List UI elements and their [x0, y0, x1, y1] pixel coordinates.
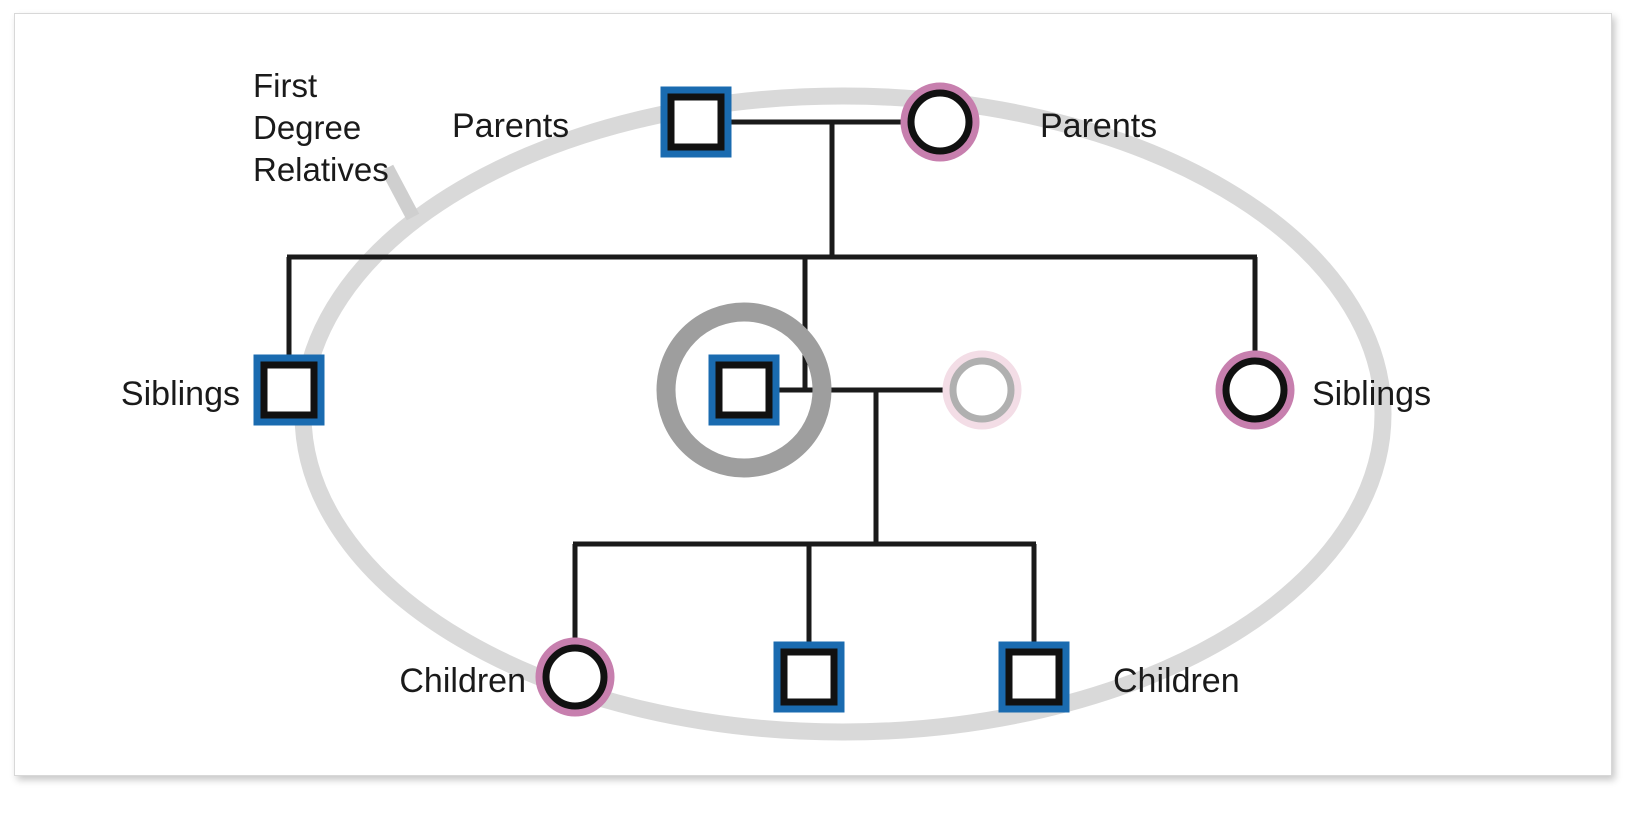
spouse-circle	[949, 357, 1015, 423]
proband-highlight-ring	[656, 302, 832, 478]
diagram-canvas: First Degree Relatives Parents Parents S…	[14, 13, 1612, 776]
child-son-right-halo	[998, 641, 1070, 713]
proband-symbol[interactable]	[708, 354, 780, 426]
connector-lines	[286, 119, 1258, 651]
child-daughter-circle	[542, 644, 608, 710]
first-degree-relatives-line-3: Relatives	[253, 151, 389, 188]
child-son-right-square	[1005, 648, 1063, 706]
child-son-middle-halo	[773, 641, 845, 713]
sibling-left-symbol[interactable]	[253, 354, 325, 426]
child-daughter-symbol[interactable]	[535, 637, 615, 717]
proband-square	[715, 361, 773, 419]
children-right-label: Children	[1113, 662, 1240, 700]
children-left-label: Children	[399, 662, 526, 700]
parents-right-label: Parents	[1040, 107, 1157, 145]
first-degree-relatives-ellipse	[294, 87, 1392, 741]
child-son-middle-symbol[interactable]	[773, 641, 845, 713]
first-degree-relatives-label: First Degree Relatives	[253, 67, 389, 188]
parents-left-label: Parents	[452, 107, 569, 145]
father-square	[667, 93, 725, 151]
sibling-right-symbol[interactable]	[1215, 350, 1295, 430]
first-degree-pointer-tick	[380, 164, 420, 221]
child-daughter-halo	[535, 637, 615, 717]
sibling-right-circle	[1222, 357, 1288, 423]
sibling-right-halo	[1215, 350, 1295, 430]
mother-symbol[interactable]	[900, 82, 980, 162]
father-halo	[660, 86, 732, 158]
mother-circle	[907, 89, 973, 155]
pedigree-diagram-svg: First Degree Relatives Parents Parents S…	[121, 67, 1431, 741]
siblings-left-label: Siblings	[121, 375, 240, 413]
child-son-right-symbol[interactable]	[998, 641, 1070, 713]
father-symbol[interactable]	[660, 86, 732, 158]
proband-halo	[708, 354, 780, 426]
first-degree-relatives-line-1: First	[253, 67, 317, 104]
sibling-left-halo	[253, 354, 325, 426]
spouse-symbol[interactable]	[942, 350, 1022, 430]
first-degree-relatives-line-2: Degree	[253, 109, 361, 146]
spouse-halo	[942, 350, 1022, 430]
sibling-left-square	[260, 361, 318, 419]
mother-halo	[900, 82, 980, 162]
child-son-middle-square	[780, 648, 838, 706]
siblings-right-label: Siblings	[1312, 375, 1431, 413]
